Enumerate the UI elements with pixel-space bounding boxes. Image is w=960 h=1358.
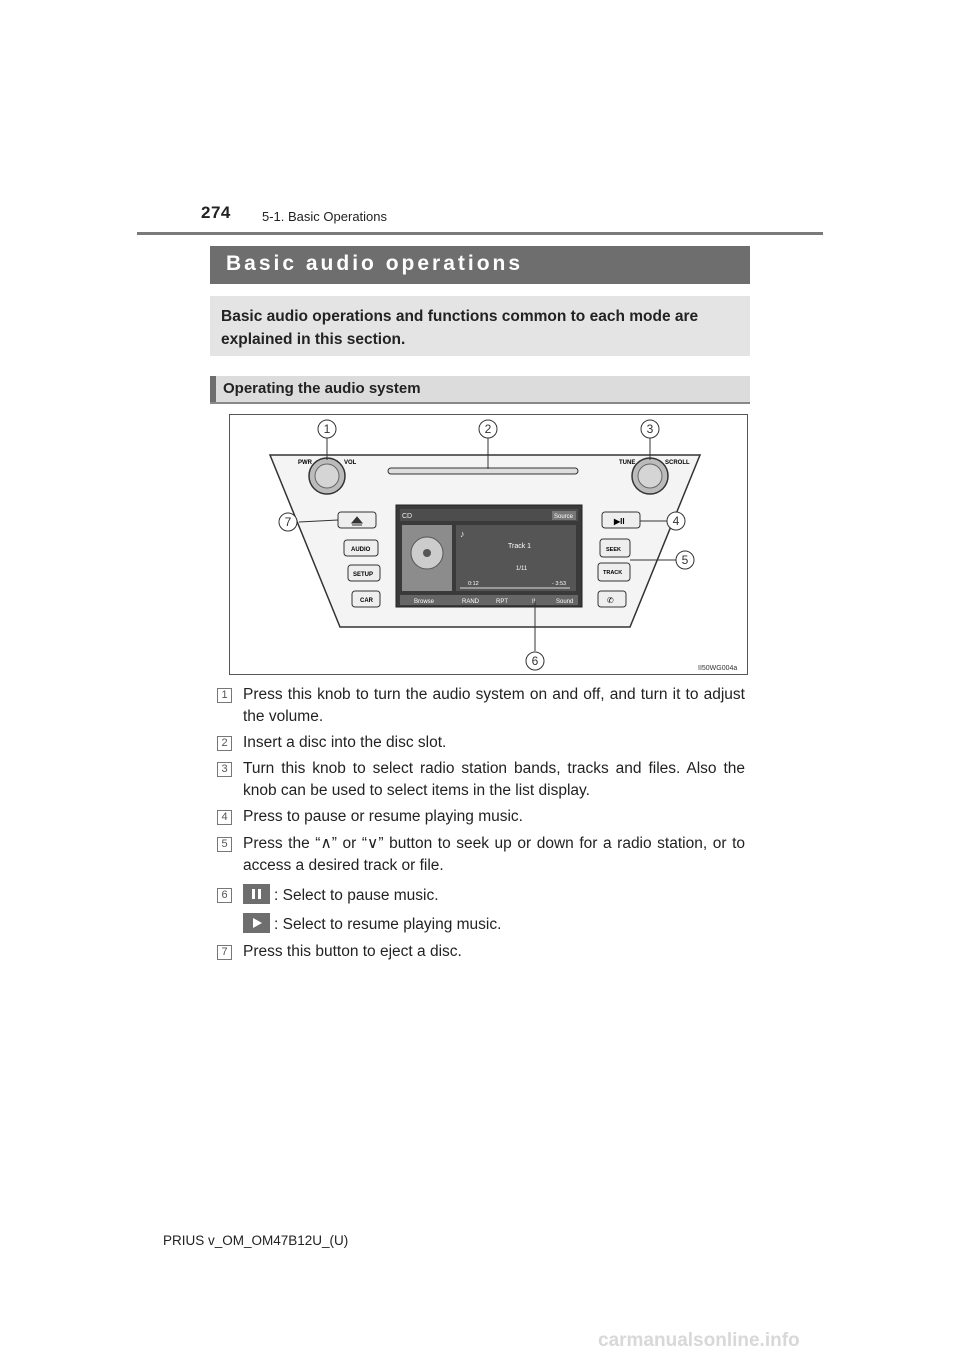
setup-label: SETUP (353, 572, 373, 578)
item-text: Insert a disc into the disc slot. (243, 734, 447, 751)
track-label: TRACK (603, 570, 622, 576)
subhead-text: Operating the audio system (223, 380, 421, 397)
pause-icon (243, 884, 270, 904)
figure-code: II50WG004a (698, 665, 737, 672)
title-bar: Basic audio operations (210, 246, 750, 284)
page-number: 274 (201, 203, 231, 222)
item-text: Press this button to eject a disc. (243, 943, 462, 960)
screen-track: Track 1 (508, 543, 531, 550)
callout-3-label: 3 (647, 422, 654, 436)
callout-4-label: 4 (673, 514, 680, 528)
screen-sound: Sound (556, 599, 573, 605)
vol-label: VOL (344, 460, 357, 466)
item-text: Turn this knob to select radio station b… (243, 760, 745, 799)
callout-5 (675, 550, 695, 570)
callout-2 (478, 419, 498, 439)
callout-6 (525, 651, 545, 671)
callout-6-label: 6 (532, 654, 539, 668)
page-title: Basic audio operations (226, 252, 524, 275)
tune-label: TUNE (619, 460, 635, 466)
leader-lines (298, 438, 676, 651)
subhead-accent (210, 376, 216, 402)
car-button (351, 590, 381, 608)
footer-doc-code: PRIUS v_OM_OM47B12U_(U) (163, 1233, 349, 1248)
callout-5-label: 5 (682, 553, 689, 567)
audio-panel-illustration: PWR VOL TUNE SCROLL AUDIO SETUP CAR ▶II … (268, 419, 737, 672)
pwr-label: PWR (298, 460, 313, 466)
seek-button (599, 538, 631, 558)
item-number: 5 (217, 837, 232, 852)
item-number: 4 (217, 810, 232, 825)
play-icon (243, 913, 270, 933)
disc-slot (387, 467, 579, 475)
item-text: Press this knob to turn the audio system… (243, 686, 745, 725)
setup-button (347, 564, 381, 582)
watermark: carmanualsonline.info (598, 1330, 800, 1351)
item-text: Press to pause or resume playing music. (243, 808, 523, 825)
header-rule (137, 232, 823, 235)
callout-2-label: 2 (485, 422, 492, 436)
page-header: 274 5-1. Basic Operations (0, 0, 960, 240)
screen-elapsed: 0:12 (468, 581, 479, 587)
item-text: : Select to pause music. (274, 887, 439, 904)
screen-pause: II (532, 599, 536, 605)
callout-1 (317, 419, 337, 439)
callout-3 (640, 419, 660, 439)
screen-mode: CD (402, 513, 412, 520)
intro-text: Basic audio operations and functions com… (221, 308, 699, 348)
callout-7-label: 7 (285, 515, 292, 529)
phone-icon: ✆ (607, 596, 614, 605)
item-text: Press the “∧” or “∨” button to seek up o… (243, 835, 745, 874)
screen-browse: Browse (414, 599, 435, 605)
intro-box: Basic audio operations and functions com… (210, 296, 750, 356)
screen-rand: RAND (462, 599, 480, 605)
item-number: 7 (217, 945, 232, 960)
eject-icon (350, 516, 364, 526)
car-label: CAR (360, 598, 374, 604)
play-pause-icon: ▶II (613, 517, 625, 526)
callout-7 (278, 512, 298, 532)
play-pause-button (601, 511, 641, 529)
screen-count: 1/11 (516, 566, 528, 572)
item-number: 3 (217, 762, 232, 777)
item-text: : Select to resume playing music. (274, 916, 502, 933)
audio-button (343, 539, 379, 557)
item-number: 2 (217, 736, 232, 751)
item-number: 1 (217, 688, 232, 703)
seek-label: SEEK (606, 547, 621, 553)
callout-circles (278, 419, 695, 671)
audio-label: AUDIO (351, 547, 371, 553)
screen-remaining: - 3:53 (552, 581, 566, 587)
screen-source: Source (554, 514, 574, 520)
callout-4 (666, 511, 686, 531)
scroll-label: SCROLL (665, 460, 690, 466)
item-number: 6 (217, 888, 232, 903)
screen-rpt: RPT (496, 599, 508, 605)
section-name: 5-1. Basic Operations (262, 209, 388, 224)
phone-button (597, 590, 627, 608)
track-button (597, 562, 631, 582)
subhead-bar: Operating the audio system (210, 376, 750, 404)
audio-panel-figure: PWR VOL TUNE SCROLL AUDIO SETUP CAR ▶II … (229, 414, 748, 675)
music-note-icon: ♪ (460, 529, 465, 539)
callout-1-label: 1 (324, 422, 331, 436)
